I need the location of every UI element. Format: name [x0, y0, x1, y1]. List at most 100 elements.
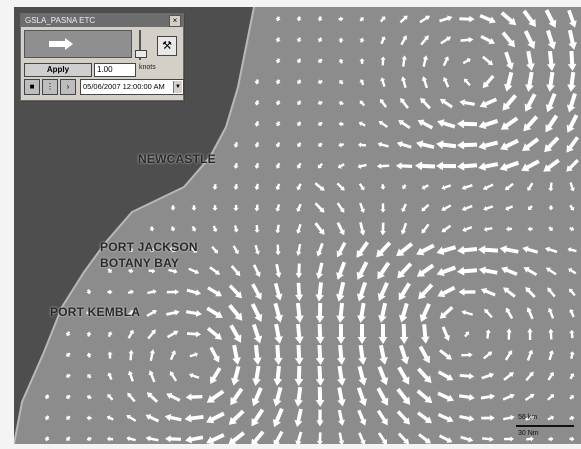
current-arrow [297, 121, 302, 127]
current-arrow [464, 78, 471, 87]
current-arrow [275, 58, 281, 64]
current-arrow [251, 323, 263, 344]
current-arrow [505, 307, 514, 320]
current-arrow [439, 15, 453, 23]
current-arrow [254, 244, 260, 255]
current-arrow [185, 393, 203, 401]
current-arrow [336, 222, 345, 236]
current-arrow [500, 138, 519, 151]
chevron-down-icon[interactable]: ▼ [173, 81, 182, 93]
map-view[interactable]: NEWCASTLE PORT JACKSON BOTANY BAY PORT K… [14, 7, 581, 444]
current-arrow [437, 412, 454, 423]
current-arrow [523, 267, 538, 277]
current-arrow [66, 436, 71, 441]
current-arrow [107, 311, 112, 316]
current-arrow [251, 387, 263, 407]
current-arrow [460, 435, 474, 443]
current-arrow [337, 387, 346, 407]
scale-slider-thumb[interactable] [135, 50, 147, 58]
scale-slider-track[interactable] [139, 30, 141, 60]
current-arrow [146, 309, 157, 317]
current-arrow [377, 365, 389, 386]
current-arrow [400, 222, 408, 235]
current-arrow [480, 287, 496, 297]
current-arrow [547, 372, 554, 381]
scale-bar: 56 km 30 Nm [516, 410, 576, 442]
current-arrow [505, 226, 513, 232]
current-arrow [566, 114, 579, 133]
current-arrow [296, 223, 302, 234]
current-arrow [480, 35, 495, 45]
current-arrow [547, 287, 556, 298]
current-arrow [569, 329, 575, 339]
map-canvas[interactable] [14, 7, 581, 444]
current-arrow [272, 408, 284, 428]
current-arrow [337, 365, 346, 386]
current-arrow [149, 349, 155, 362]
close-button[interactable]: × [169, 15, 181, 27]
speed-input[interactable]: 1.00 [94, 63, 136, 77]
current-arrow [275, 100, 281, 106]
step-icon[interactable]: ⋮ [42, 79, 58, 95]
current-arrow [275, 263, 282, 278]
arrow-style-preview[interactable] [24, 30, 132, 58]
current-arrow [548, 205, 554, 211]
current-arrow [478, 119, 499, 130]
current-arrow [273, 430, 284, 444]
current-arrow [106, 415, 114, 421]
current-arrow [483, 205, 494, 211]
current-arrow [569, 204, 575, 211]
current-arrow [485, 329, 491, 339]
current-arrow [397, 262, 413, 279]
current-arrow [188, 267, 200, 275]
current-arrow [273, 282, 283, 301]
current-arrow [415, 140, 435, 150]
current-arrow [436, 161, 457, 171]
current-arrow [545, 267, 557, 276]
stop-icon[interactable]: ■ [24, 79, 40, 95]
current-arrow [421, 203, 430, 212]
current-arrow [506, 328, 512, 340]
current-arrow [336, 323, 346, 344]
current-arrow [166, 392, 181, 402]
current-arrow [436, 265, 457, 277]
current-arrow [548, 350, 554, 361]
current-arrow [252, 264, 261, 278]
current-arrow [145, 435, 159, 442]
datetime-select[interactable]: 05/06/2007 12:00:00 AM ▼ [80, 79, 184, 95]
apply-button[interactable]: Apply [24, 63, 92, 77]
current-arrow [251, 408, 265, 427]
current-arrow [521, 159, 540, 172]
current-arrow [480, 393, 496, 400]
current-arrow [459, 372, 475, 380]
animation-control-panel[interactable]: GSLA_PASNA ETC × ⚒ Apply 1.00 knots ■ ⋮ … [20, 13, 184, 101]
current-arrow [421, 184, 429, 190]
current-arrow [254, 204, 260, 212]
current-arrow [484, 308, 493, 319]
hammer-icon[interactable]: ⚒ [157, 36, 177, 56]
current-arrow [212, 205, 218, 211]
current-arrow [170, 226, 176, 232]
current-arrow [396, 242, 414, 257]
coastline [14, 7, 255, 444]
current-arrow [86, 394, 92, 400]
current-arrow [500, 11, 517, 26]
current-arrow [417, 367, 432, 384]
current-arrow [377, 282, 389, 302]
current-arrow [317, 16, 323, 22]
land-area [14, 7, 254, 444]
current-arrow [399, 323, 409, 344]
current-arrow [479, 14, 496, 24]
current-arrow [336, 281, 346, 302]
current-arrow [65, 373, 71, 379]
current-arrow [338, 100, 344, 106]
current-arrow [437, 119, 456, 129]
current-arrow [107, 351, 113, 359]
current-arrow [504, 71, 514, 92]
current-arrow [359, 202, 366, 213]
play-icon[interactable]: › [60, 79, 76, 95]
current-arrow [233, 225, 239, 233]
current-arrow [527, 182, 534, 191]
current-arrow [378, 302, 388, 323]
panel-titlebar[interactable]: GSLA_PASNA ETC × [21, 14, 183, 27]
